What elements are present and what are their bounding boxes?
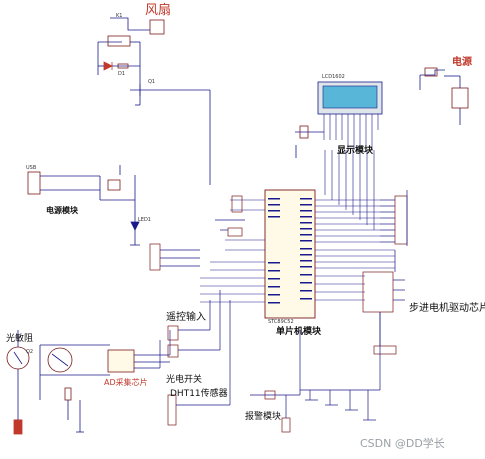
remote-input-label: 遥控输入 bbox=[166, 312, 206, 323]
alarm-circuit bbox=[250, 312, 381, 433]
usb-part-label: USB bbox=[26, 165, 37, 171]
mcu-chip bbox=[200, 189, 395, 319]
diode-part-label: D1 bbox=[118, 71, 126, 77]
stepper-driver-circuit bbox=[362, 190, 408, 355]
power-connector bbox=[419, 67, 469, 125]
fan-label: 风扇 bbox=[145, 3, 172, 18]
mcu-part-label: STC89C52 bbox=[268, 319, 294, 325]
watermark: CSDN @DD学长 bbox=[360, 437, 445, 450]
photo-switch-label: 光电开关 bbox=[166, 375, 203, 385]
relay-part-label: K1 bbox=[116, 13, 123, 19]
led-part-label: LED1 bbox=[138, 217, 151, 223]
ad-chip-label: AD采集芯片 bbox=[104, 378, 148, 387]
alarm-module-label: 报警模块 bbox=[245, 412, 282, 422]
dht11-label: DHT11传感器 bbox=[170, 389, 228, 399]
power-label: 电源 bbox=[452, 57, 472, 68]
fan-circuit bbox=[97, 17, 211, 185]
sensor-connectors bbox=[167, 290, 231, 426]
light-sensor-circuit bbox=[6, 330, 110, 435]
power-module-label: 电源模块 bbox=[46, 206, 78, 215]
display-module-label: 显示模块 bbox=[337, 146, 374, 156]
lcd-part-label: LCD1602 bbox=[322, 74, 345, 80]
power-module-circuit bbox=[27, 165, 140, 246]
ad-chip bbox=[107, 330, 171, 373]
stepper-chip-label: 步进电机驱动芯片 bbox=[409, 303, 485, 314]
q2-part-label: Q2 bbox=[26, 349, 34, 355]
jumper-connector bbox=[149, 243, 200, 271]
light-resistor-label: 光敏阻 bbox=[6, 334, 34, 344]
q1-part-label: Q1 bbox=[148, 79, 156, 85]
mcu-module-label: 单片机模块 bbox=[276, 327, 322, 337]
